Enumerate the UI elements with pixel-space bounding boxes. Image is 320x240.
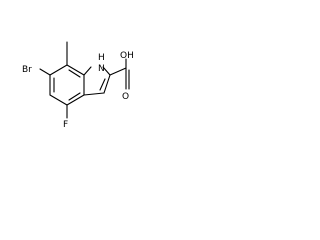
bromine-label: Br bbox=[22, 65, 32, 75]
structure-canvas: Br F H N OH O bbox=[0, 0, 152, 152]
fluorine-label: F bbox=[63, 120, 68, 130]
bond-n-c2 bbox=[102, 66, 111, 76]
bond-c2-carboxyl bbox=[109, 67, 127, 76]
carbonyl-oxygen-label: O bbox=[122, 92, 129, 102]
bond-benzene-2 bbox=[49, 94, 68, 106]
bond-bromine bbox=[39, 68, 51, 76]
bond-benzene-double-b bbox=[68, 92, 81, 101]
bond-benzene-3 bbox=[66, 94, 85, 106]
bond-c7a-n bbox=[83, 66, 92, 76]
bond-c3-c3a bbox=[83, 92, 105, 96]
bond-benzene-6 bbox=[49, 64, 68, 76]
bond-benzene-double-c bbox=[68, 69, 81, 78]
nh-nitrogen-label: N bbox=[98, 64, 105, 74]
indole-carboxylic-acid-structure: Br F H N OH O bbox=[22, 41, 134, 130]
bond-c2-c3-double bbox=[99, 78, 106, 91]
bond-c2-c3 bbox=[103, 74, 111, 94]
hydroxyl-label: OH bbox=[120, 51, 134, 61]
nh-hydrogen-label: H bbox=[98, 53, 105, 63]
bond-benzene-5 bbox=[66, 64, 85, 76]
